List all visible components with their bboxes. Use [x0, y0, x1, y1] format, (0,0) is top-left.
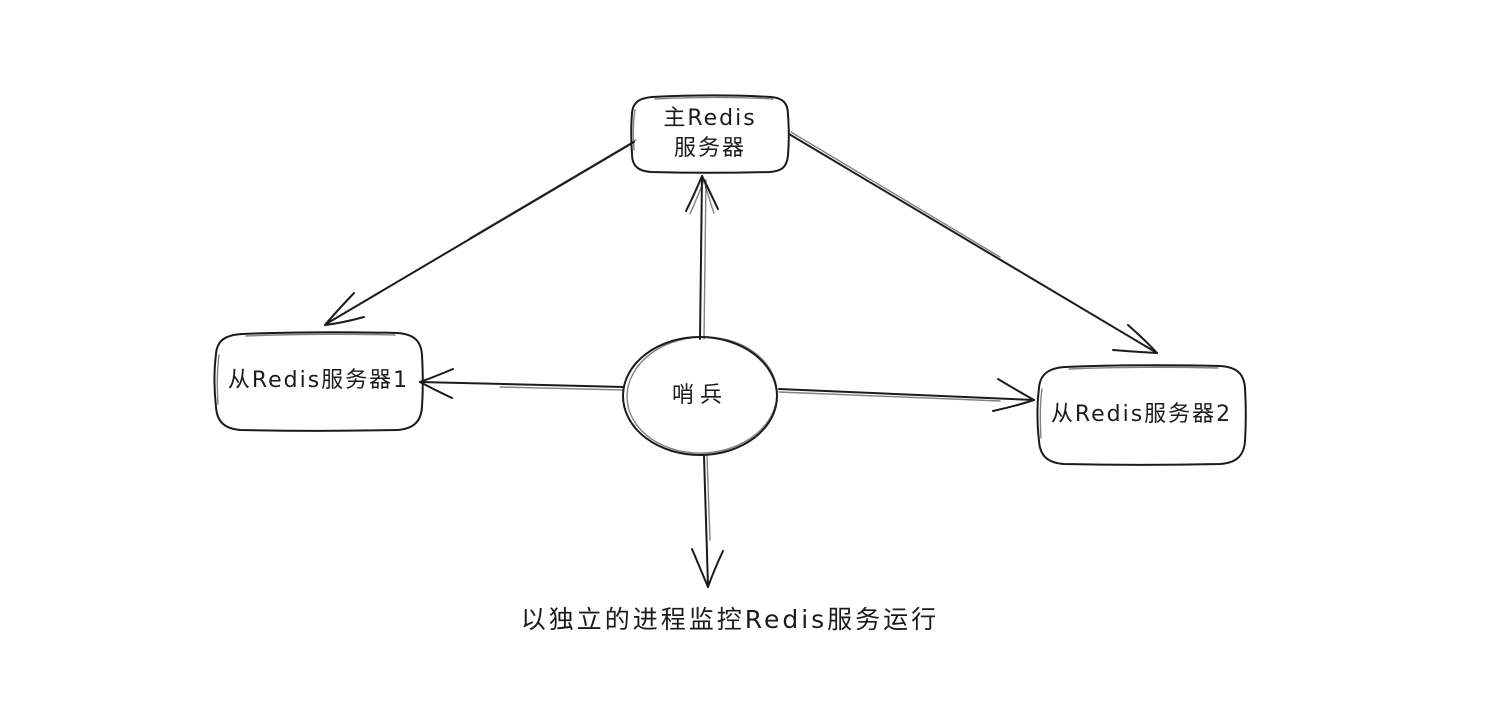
slave1-node-label-text: 从Redis服务器1 — [227, 368, 410, 393]
edge-master-to-slave2-arrow — [788, 131, 1158, 354]
sentinel-node-label-text: 哨兵 — [671, 383, 728, 408]
slave1-node-label: 从Redis服务器1 — [215, 332, 422, 430]
edge-sentinel-to-annotation-arrow — [691, 455, 724, 588]
edge-sentinel-to-slave2-arrow — [778, 378, 1035, 412]
master-node-label: 主Redis服务器 — [632, 96, 788, 172]
slave1-node-shape — [213, 331, 424, 432]
master-node-shape — [630, 94, 790, 174]
slave2-node-shape — [1036, 364, 1247, 466]
slave2-node-label: 从Redis服务器2 — [1038, 365, 1245, 465]
edge-master-to-slave1-arrow — [324, 139, 637, 326]
edge-sentinel-to-master-arrow — [685, 175, 719, 340]
sentinel-node-label: 哨兵 — [623, 337, 777, 455]
master-node-label-text: 主Redis服务器 — [663, 106, 757, 161]
slave2-node-label-text: 从Redis服务器2 — [1050, 402, 1233, 427]
annotation-text: 以独立的进程监控Redis服务运行 — [520, 605, 940, 634]
edge-sentinel-to-slave1-arrow — [419, 368, 625, 399]
